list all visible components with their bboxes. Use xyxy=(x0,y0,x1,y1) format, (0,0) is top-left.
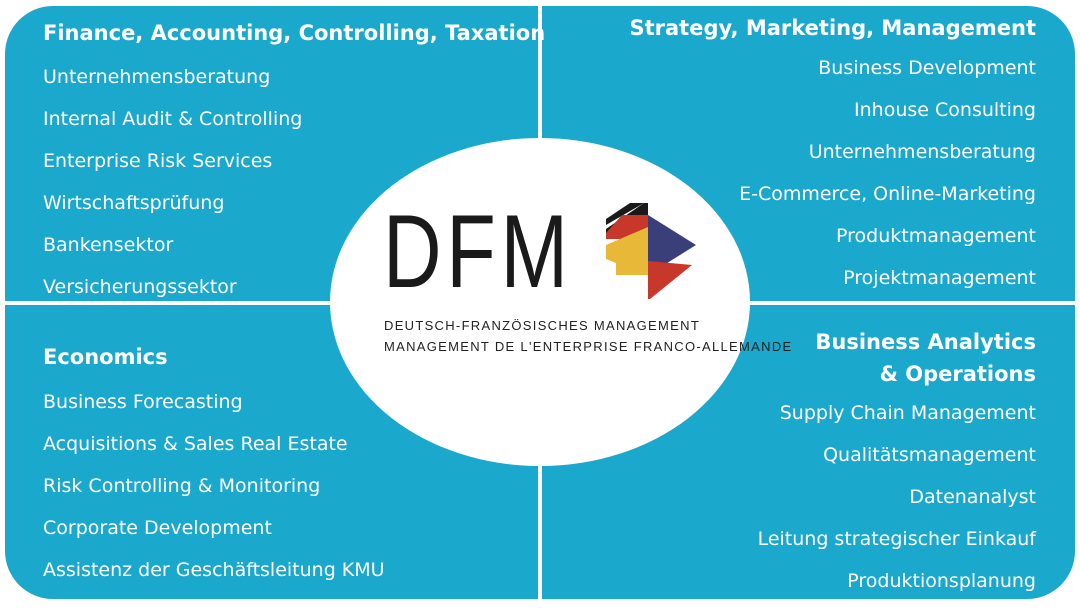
economics-item: Corporate Development xyxy=(43,517,272,539)
analytics-item: Produktionsplanung xyxy=(847,570,1036,592)
economics-item: Business Forecasting xyxy=(43,391,243,413)
logo-tagline-fr: MANAGEMENT DE L'ENTERPRISE FRANCO-ALLEMA… xyxy=(384,339,793,354)
economics-title: Economics xyxy=(43,345,168,369)
strategy-item: Business Development xyxy=(818,57,1036,79)
finance-item: Wirtschaftsprüfung xyxy=(43,192,225,214)
strategy-item: Projektmanagement xyxy=(843,267,1036,289)
strategy-title: Strategy, Marketing, Management xyxy=(629,16,1036,40)
finance-title: Finance, Accounting, Controlling, Taxati… xyxy=(43,21,546,45)
logo-circle xyxy=(330,138,750,466)
economics-item: Risk Controlling & Monitoring xyxy=(43,475,321,497)
analytics-title-line2: & Operations xyxy=(879,362,1036,386)
economics-item: Acquisitions & Sales Real Estate xyxy=(43,433,348,455)
strategy-item: Unternehmensberatung xyxy=(808,141,1036,163)
analytics-item: Datenanalyst xyxy=(909,486,1036,508)
logo-tagline-de: DEUTSCH-FRANZÖSISCHES MANAGEMENT xyxy=(384,318,701,333)
strategy-item: Produktmanagement xyxy=(836,225,1036,247)
analytics-title-line1: Business Analytics xyxy=(815,330,1036,354)
finance-item: Versicherungssektor xyxy=(43,276,237,298)
strategy-item: Inhouse Consulting xyxy=(854,99,1036,121)
strategy-item: E-Commerce, Online-Marketing xyxy=(739,183,1036,205)
finance-item: Enterprise Risk Services xyxy=(43,150,273,172)
dfm-flag-chevron-icon xyxy=(606,203,696,299)
analytics-item: Qualitätsmanagement xyxy=(823,444,1036,466)
economics-item: Assistenz der Geschäftsleitung KMU xyxy=(43,559,385,581)
logo-wordmark: DFM xyxy=(383,194,573,310)
analytics-item: Leitung strategischer Einkauf xyxy=(757,528,1036,550)
finance-item: Bankensektor xyxy=(43,234,174,256)
analytics-item: Supply Chain Management xyxy=(779,402,1036,424)
finance-item: Internal Audit & Controlling xyxy=(43,108,303,130)
finance-item: Unternehmensberatung xyxy=(43,66,271,88)
